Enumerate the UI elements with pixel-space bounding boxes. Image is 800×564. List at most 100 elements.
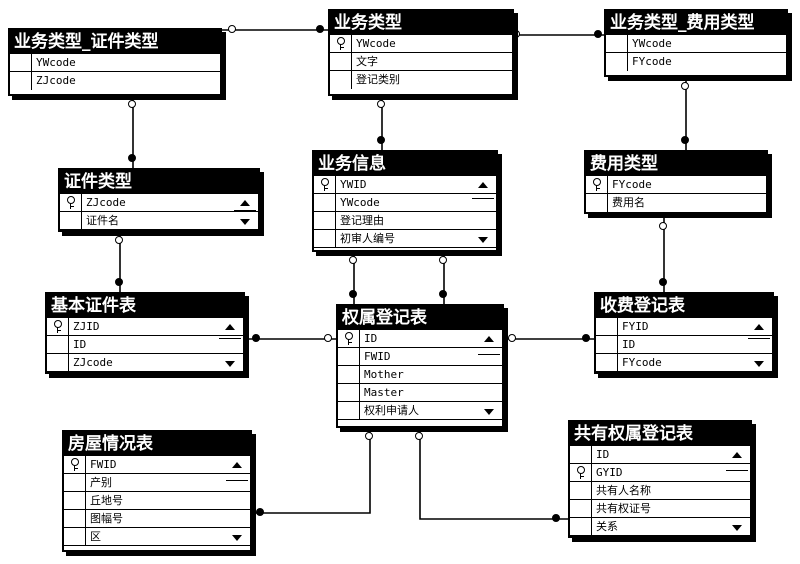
field-row[interactable]: FWID — [64, 456, 250, 474]
entity-ywlx-fylx[interactable]: 业务类型_费用类型 YWcode FYcode — [604, 9, 788, 77]
entity-title: 证件类型 — [60, 170, 258, 194]
scrollbar[interactable] — [478, 330, 500, 420]
field-name: ID — [596, 448, 610, 461]
cardinality-end-icon — [324, 334, 332, 342]
field-row[interactable]: FWID — [338, 348, 502, 366]
entity-zjlx[interactable]: 证件类型 ZJcode 证件名 — [58, 168, 260, 232]
entity-title: 业务信息 — [314, 152, 496, 176]
field-row[interactable]: 文字 — [330, 53, 512, 71]
field-row[interactable]: YWID — [314, 176, 496, 194]
field-row[interactable]: Master — [338, 384, 502, 402]
field-name: 初审人编号 — [340, 232, 395, 245]
field-row[interactable]: FYcode — [606, 53, 786, 71]
entity-ywlx-zjlx[interactable]: 业务类型_证件类型 YWcode ZJcode — [8, 28, 222, 96]
cardinality-end-icon — [115, 236, 123, 244]
cardinality-end-icon — [377, 136, 385, 144]
field-row[interactable]: FYcode — [586, 176, 766, 194]
arrow-down-icon[interactable] — [732, 525, 742, 531]
entity-jbzjb[interactable]: 基本证件表 ZJID ID ZJcode — [45, 292, 245, 374]
field-row[interactable]: 登记理由 — [314, 212, 496, 230]
entity-ywlx[interactable]: 业务类型 YWcode 文字 登记类别 — [328, 9, 514, 96]
field-name: YWcode — [340, 196, 380, 209]
field-row[interactable]: 权利申请人 — [338, 402, 502, 420]
scrollbar[interactable] — [472, 176, 494, 248]
field-name: ZJcode — [36, 74, 76, 87]
scrollbar[interactable] — [726, 446, 748, 536]
field-row[interactable]: 关系 — [570, 518, 750, 536]
entity-title: 共有权属登记表 — [570, 422, 750, 446]
field-name: 文字 — [356, 55, 378, 68]
scrollbar[interactable] — [234, 194, 256, 230]
key-icon — [70, 458, 79, 471]
field-name: YWcode — [632, 37, 672, 50]
field-row[interactable]: 图幅号 — [64, 510, 250, 528]
entity-title: 业务类型_证件类型 — [10, 30, 220, 54]
field-row[interactable]: GYID — [570, 464, 750, 482]
field-row[interactable]: 费用名 — [586, 194, 766, 212]
field-row[interactable]: FYcode — [596, 354, 772, 372]
key-icon — [344, 332, 353, 345]
field-row[interactable]: ID — [47, 336, 243, 354]
arrow-up-icon[interactable] — [240, 200, 250, 206]
scrollbar[interactable] — [219, 318, 241, 372]
link-qsdjb-gyqsdjb — [419, 428, 568, 520]
field-row[interactable]: FYID — [596, 318, 772, 336]
arrow-up-icon[interactable] — [484, 336, 494, 342]
field-row[interactable]: 丘地号 — [64, 492, 250, 510]
field-row[interactable]: 登记类别 — [330, 71, 512, 89]
arrow-up-icon[interactable] — [754, 324, 764, 330]
field-name: YWcode — [36, 56, 76, 69]
arrow-up-icon[interactable] — [232, 462, 242, 468]
arrow-down-icon[interactable] — [478, 237, 488, 243]
field-name: FWID — [364, 350, 391, 363]
arrow-up-icon[interactable] — [478, 182, 488, 188]
scrollbar[interactable] — [226, 456, 248, 546]
field-row[interactable]: ZJcode — [47, 354, 243, 372]
entity-title: 收费登记表 — [596, 294, 772, 318]
cardinality-end-icon — [377, 100, 385, 108]
field-row[interactable]: ZJcode — [60, 194, 258, 212]
arrow-down-icon[interactable] — [225, 361, 235, 367]
field-row[interactable]: ZJID — [47, 318, 243, 336]
field-row[interactable]: 初审人编号 — [314, 230, 496, 248]
field-name: 丘地号 — [90, 494, 123, 507]
field-name: ZJcode — [86, 196, 126, 209]
key-icon — [66, 196, 75, 209]
entity-title: 业务类型_费用类型 — [606, 11, 786, 35]
arrow-down-icon[interactable] — [240, 219, 250, 225]
entity-gyqsdjb[interactable]: 共有权属登记表 ID GYID 共有人名称 共有权证号 关系 — [568, 420, 752, 538]
key-icon — [53, 320, 62, 333]
cardinality-end-icon — [659, 278, 667, 286]
entity-title: 权属登记表 — [338, 306, 502, 330]
field-row[interactable]: 区 — [64, 528, 250, 546]
field-name: Mother — [364, 368, 404, 381]
field-row[interactable]: Mother — [338, 366, 502, 384]
entity-ywxx[interactable]: 业务信息 YWID YWcode 登记理由 初审人编号 — [312, 150, 498, 252]
arrow-down-icon[interactable] — [232, 535, 242, 541]
field-row[interactable]: YWcode — [606, 35, 786, 53]
field-row[interactable]: 证件名 — [60, 212, 258, 230]
field-row[interactable]: YWcode — [330, 35, 512, 53]
arrow-down-icon[interactable] — [754, 361, 764, 367]
entity-title: 房屋情况表 — [64, 432, 250, 456]
arrow-up-icon[interactable] — [225, 324, 235, 330]
entity-fwqkb[interactable]: 房屋情况表 FWID 产别 丘地号 图幅号 区 — [62, 430, 252, 552]
field-row[interactable]: 共有人名称 — [570, 482, 750, 500]
arrow-up-icon[interactable] — [732, 452, 742, 458]
entity-qsdjb[interactable]: 权属登记表 ID FWID Mother Master 权利申请人 — [336, 304, 504, 428]
cardinality-end-icon — [681, 82, 689, 90]
scrollbar[interactable] — [748, 318, 770, 372]
field-row[interactable]: 共有权证号 — [570, 500, 750, 518]
field-row[interactable]: ID — [338, 330, 502, 348]
field-row[interactable]: 产别 — [64, 474, 250, 492]
entity-sfdjb[interactable]: 收费登记表 FYID ID FYcode — [594, 292, 774, 374]
entity-fylx[interactable]: 费用类型 FYcode 费用名 — [584, 150, 768, 214]
field-row[interactable]: ID — [570, 446, 750, 464]
field-row[interactable]: YWcode — [10, 54, 220, 72]
field-row[interactable]: ZJcode — [10, 72, 220, 90]
field-row[interactable]: ID — [596, 336, 772, 354]
field-row[interactable]: YWcode — [314, 194, 496, 212]
arrow-down-icon[interactable] — [484, 409, 494, 415]
cardinality-end-icon — [415, 432, 423, 440]
field-name: ID — [364, 332, 378, 345]
